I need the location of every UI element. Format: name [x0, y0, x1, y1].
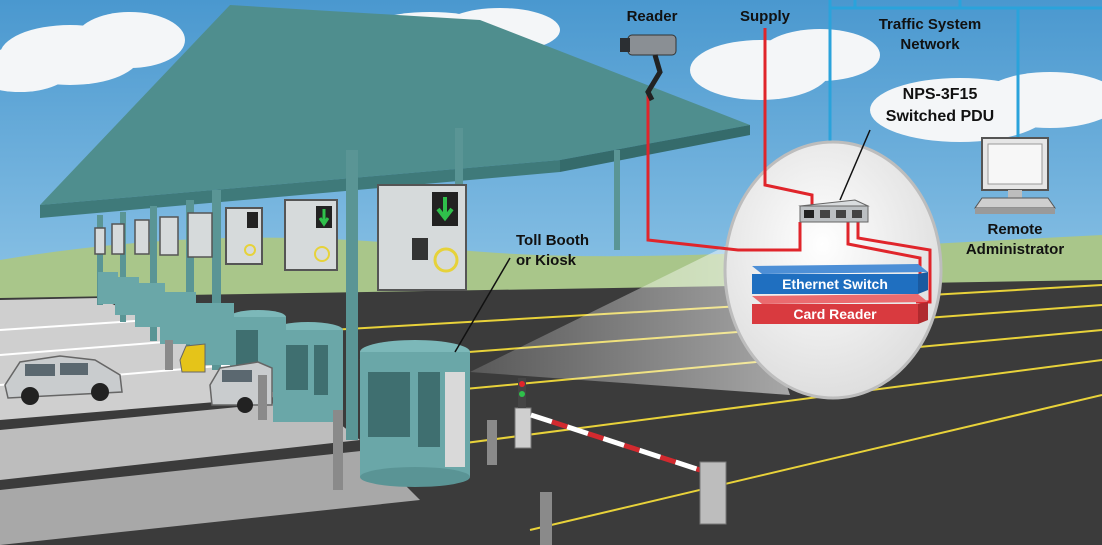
pdu-pointer: [839, 129, 871, 201]
car-silver-booth: [209, 361, 273, 413]
cars: [4, 343, 273, 413]
pdu-device: [798, 199, 870, 223]
canopy-roof: [40, 5, 750, 205]
toll-booth-pointer: [454, 257, 511, 353]
canopy-poles: [97, 128, 620, 440]
pdu-label-1: NPS-3F15: [903, 86, 978, 103]
car-yellow: [179, 343, 206, 373]
car-silver-left: [4, 355, 123, 405]
card-reader-bar: Card Reader: [752, 294, 928, 324]
reader-label: Reader: [627, 8, 678, 25]
camera-icon: [620, 34, 677, 102]
traffic-network-label-1: Traffic System: [879, 16, 982, 33]
supply-label: Supply: [740, 8, 791, 25]
toll-booth-label-1: Toll Booth: [516, 232, 589, 249]
ethernet-switch-label: Ethernet Switch: [782, 276, 888, 292]
toll-booth-label-2: or Kiosk: [516, 252, 577, 269]
canopy-edge: [40, 160, 560, 218]
computer-icon: [974, 137, 1056, 214]
magnifier-beam: [470, 240, 790, 395]
pdu-label-2: Switched PDU: [886, 108, 994, 125]
toll-booths: [98, 272, 470, 487]
bollards: [165, 340, 552, 545]
traffic-network-label-2: Network: [900, 36, 960, 53]
remote-admin-label-1: Remote: [987, 221, 1042, 238]
ethernet-switch-bar: Ethernet Switch: [752, 264, 928, 294]
card-reader-label: Card Reader: [793, 306, 877, 322]
lane-signs: [94, 184, 467, 291]
remote-admin-label-2: Administrator: [966, 241, 1065, 258]
gate-arm: [514, 378, 727, 525]
